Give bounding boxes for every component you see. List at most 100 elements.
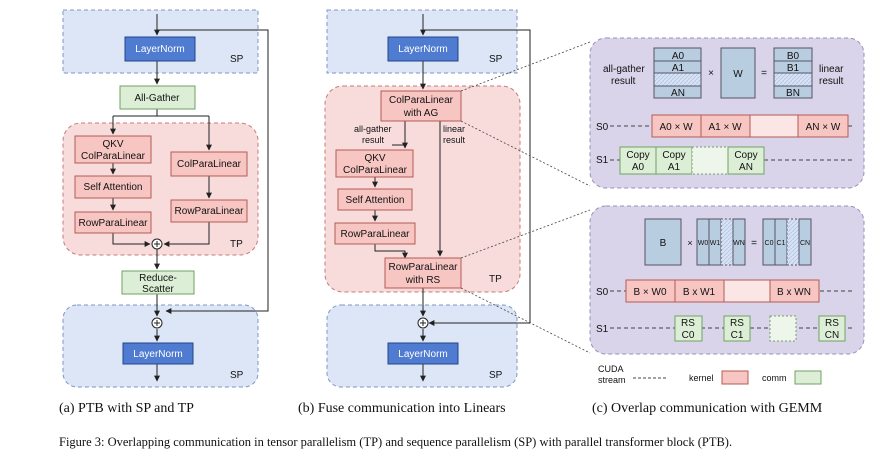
linear-result-line2: result xyxy=(819,76,844,87)
s0-kernel-gap xyxy=(723,279,771,303)
qkv-line1: QKV xyxy=(102,139,123,150)
sp-top-label: SP xyxy=(230,54,244,65)
rs-block-0-line1: RS xyxy=(681,318,695,329)
reduce-line1: Reduce- xyxy=(139,273,177,284)
legend-cuda-line1: CUDA xyxy=(598,364,624,374)
col-ag-line1: ColParaLinear xyxy=(389,95,454,106)
all-gather-result-line1: all-gather xyxy=(354,124,392,134)
s0-kernel-1-label: A1 × W xyxy=(708,122,742,133)
layernorm-bottom-box xyxy=(387,342,459,365)
rs-block-gap xyxy=(769,315,797,342)
rs-block-n-line2: CN xyxy=(825,330,839,341)
reduce-line2: Scatter xyxy=(142,284,174,295)
col-para-right-box xyxy=(170,151,248,177)
ag-result-line1: all-gather xyxy=(603,64,645,75)
b-block-1: B1 xyxy=(787,63,800,74)
legend-kernel-swatch xyxy=(721,370,749,385)
s0-label: S0 xyxy=(596,287,609,298)
panel-b-arrows xyxy=(372,14,531,382)
self-attention-label: Self Attention xyxy=(84,182,143,193)
s0-kernel-n xyxy=(769,279,820,303)
rs-block-1-line2: C1 xyxy=(731,330,744,341)
qkv-line2: ColParaLinear xyxy=(343,165,408,176)
all-gather-box xyxy=(119,85,196,110)
self-attention-box xyxy=(74,175,152,199)
zoom-connectors xyxy=(460,41,591,354)
caption-b: (b) Fuse communication into Linears xyxy=(298,401,506,416)
qkv-line2: ColParaLinear xyxy=(81,151,146,162)
layernorm-top-box xyxy=(124,36,196,62)
self-attention-label: Self Attention xyxy=(346,195,405,206)
qkv-line1: QKV xyxy=(364,153,385,164)
b-label: B xyxy=(660,238,667,249)
layernorm-bottom-box xyxy=(122,342,194,365)
plus-icon xyxy=(154,241,160,247)
rs-block-0-line2: C0 xyxy=(682,330,695,341)
times-sign: × xyxy=(687,238,692,248)
matrix-b-gap xyxy=(773,72,813,87)
c-block-n-label: CN xyxy=(800,240,810,247)
copy-block-n-line2: AN xyxy=(739,162,753,173)
panel-c: all-gather result A0 A1 AN × W = B0 B1 B… xyxy=(589,37,865,416)
b-block-n: BN xyxy=(786,88,800,99)
tp-label: TP xyxy=(489,274,502,285)
row-para-left-box xyxy=(74,211,152,234)
plus-icon xyxy=(154,320,160,326)
copy-block-1-line2: A1 xyxy=(668,162,681,173)
c-block-0-label: C0 xyxy=(765,240,774,247)
c-block-n xyxy=(798,218,812,266)
col-para-right-label: ColParaLinear xyxy=(177,159,242,170)
caption-c: (c) Overlap communication with GEMM xyxy=(592,401,823,416)
a-block-n: AN xyxy=(671,88,685,99)
copy-block-1 xyxy=(655,146,693,175)
legend-comm: comm xyxy=(762,373,787,383)
copy-block-0-line2: A0 xyxy=(632,162,645,173)
rs-block-1-line1: RS xyxy=(730,318,744,329)
figure-caption: Figure 3: Overlapping communication in t… xyxy=(59,435,732,449)
equals-sign: = xyxy=(751,238,757,249)
w-block-gap xyxy=(720,218,734,266)
a-block-0: A0 xyxy=(672,51,685,62)
row-rs-line1: RowParaLinear xyxy=(389,262,459,273)
self-attention-box xyxy=(337,188,413,211)
panel-a: LayerNorm SP All-Gather QKV ColParaLinea… xyxy=(59,9,269,416)
equals-sign: = xyxy=(761,68,767,79)
sp-top-label: SP xyxy=(489,54,503,65)
ag-result-line2: result xyxy=(611,76,636,87)
w-block-n xyxy=(732,218,746,266)
col-ag-box xyxy=(380,90,462,122)
s0-label: S0 xyxy=(596,122,609,133)
row-para-box xyxy=(334,222,416,245)
s0-kernel-1-label: B x W1 xyxy=(683,287,716,298)
rs-block-1 xyxy=(723,315,751,342)
copy-block-gap xyxy=(691,146,729,175)
s0-kernel-gap xyxy=(749,114,799,138)
linear-result-line1: linear xyxy=(819,64,844,75)
panel-a-arrows xyxy=(110,14,269,382)
row-rs-box xyxy=(384,257,462,289)
legend-cuda-line2: stream xyxy=(598,375,626,385)
sp-bottom-label: SP xyxy=(489,370,503,381)
row-para-label: RowParaLinear xyxy=(341,229,411,240)
w-label: W xyxy=(733,69,743,80)
all-gather-result-line2: result xyxy=(362,135,385,145)
w-block-0-label: W0 xyxy=(698,240,709,247)
s0-kernel-0-label: B × W0 xyxy=(633,287,667,298)
row-para-left-label: RowParaLinear xyxy=(79,218,149,229)
tp-label: TP xyxy=(230,239,243,250)
s0-kernel-n xyxy=(797,114,849,138)
legend-kernel: kernel xyxy=(689,373,714,383)
s0-kernel-0-label: A0 × W xyxy=(659,122,693,133)
col-ag-line2: with AG xyxy=(403,108,439,119)
legend-comm-swatch xyxy=(794,370,822,385)
c-block-1-label: C1 xyxy=(777,240,786,247)
sp-bottom-label: SP xyxy=(230,370,244,381)
row-rs-line2: with RS xyxy=(405,275,441,286)
layernorm-top-label: LayerNorm xyxy=(398,44,447,55)
s0-kernel-n-label: B x WN xyxy=(777,287,811,298)
panel-b: LayerNorm SP ColParaLinear with AG all-g… xyxy=(298,9,531,416)
linear-result-line2: result xyxy=(443,135,466,145)
linear-result-line1: linear xyxy=(443,124,465,134)
matrix-w xyxy=(720,47,756,99)
